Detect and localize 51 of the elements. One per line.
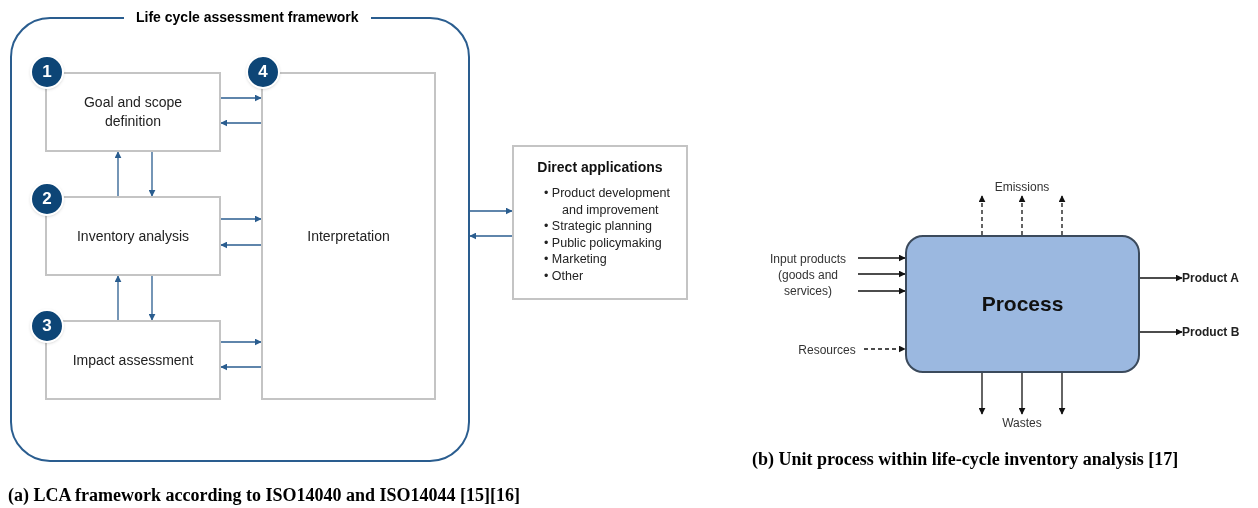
step-number: 1	[30, 55, 64, 89]
arrow	[220, 338, 262, 346]
arrow	[863, 345, 906, 353]
arrow	[220, 241, 262, 249]
applications-heading: Direct applications	[536, 158, 664, 177]
arrow	[220, 215, 262, 223]
arrow	[220, 363, 262, 371]
process-box	[905, 235, 1140, 373]
process-box	[45, 320, 221, 400]
arrow	[220, 119, 262, 127]
step-number: 4	[246, 55, 280, 89]
frame-title: Life cycle assessment framework	[124, 8, 371, 26]
arrow	[1018, 195, 1026, 236]
arrow	[148, 151, 156, 197]
arrow	[857, 270, 906, 278]
arrow	[1139, 328, 1183, 336]
product-label: Product A	[1182, 269, 1258, 287]
step-label: Impact assessment	[72, 350, 194, 370]
input-label: Input products (goods and services)	[758, 250, 858, 300]
arrow	[1058, 195, 1066, 236]
step-number: 3	[30, 309, 64, 343]
application-item: • Marketing	[544, 251, 608, 268]
emissions-label: Emissions	[985, 178, 1059, 196]
arrow	[1018, 372, 1026, 415]
applications-box	[512, 145, 688, 300]
step-label: Goal and scope definition	[82, 93, 184, 131]
arrow	[148, 275, 156, 321]
wastes-label: Wastes	[995, 414, 1049, 432]
arrow	[469, 207, 513, 215]
arrow	[469, 232, 513, 240]
application-item: • Strategic planning	[544, 218, 653, 235]
arrow	[857, 254, 906, 262]
step-label: Interpretation	[307, 226, 390, 246]
arrow	[857, 287, 906, 295]
process-label: Process	[981, 291, 1064, 318]
resources-label: Resources	[790, 341, 864, 359]
arrow	[978, 372, 986, 415]
product-label: Product B	[1182, 323, 1258, 341]
arrow	[220, 94, 262, 102]
caption: (a) LCA framework according to ISO14040 and ISO14044 [15][16]	[8, 484, 520, 506]
application-item: • Other	[544, 267, 585, 284]
application-item: • Public policymaking	[544, 234, 663, 251]
arrow	[1139, 274, 1183, 282]
arrow	[1058, 372, 1066, 415]
caption: (b) Unit process within life-cycle inventory analysis [17]	[752, 448, 1180, 471]
arrow	[114, 275, 122, 321]
step-label: Inventory analysis	[76, 226, 190, 246]
step-number: 2	[30, 182, 64, 216]
application-item: • Product development and improvement	[544, 185, 670, 218]
arrow	[114, 151, 122, 197]
arrow	[978, 195, 986, 236]
